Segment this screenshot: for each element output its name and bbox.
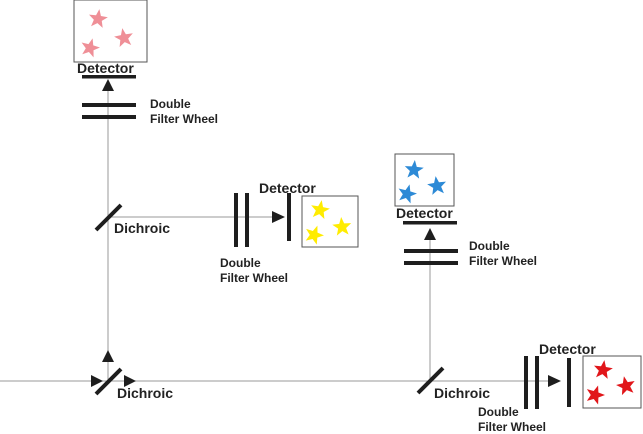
- filter-wheel-top-label-1: Double: [150, 97, 191, 111]
- detector-top-label: Detector: [77, 60, 134, 76]
- filter-wheel-middle-plate-2: [245, 193, 249, 247]
- yellow-star-icon: [311, 200, 330, 219]
- pink-star-icon: [81, 38, 100, 58]
- detector-right-bar: [403, 221, 457, 225]
- yellow-star-icon: [332, 217, 352, 236]
- detector-bottom-right-bar: [567, 358, 571, 407]
- dichroic-lower-right-label: Dichroic: [434, 385, 490, 401]
- detector-middle: Detector: [259, 180, 359, 248]
- dichroic-lower-right: Dichroic: [416, 366, 490, 401]
- detector-middle-bar: [287, 193, 291, 241]
- dichroic-upper-left: Dichroic: [94, 203, 170, 236]
- dichroic-lower-left: Dichroic: [91, 350, 173, 401]
- dichroic-lower-left-label: Dichroic: [117, 385, 173, 401]
- arrow-right-icon: [124, 375, 136, 387]
- detector-middle-label: Detector: [259, 180, 316, 196]
- arrow-right-icon: [91, 375, 103, 387]
- filter-wheel-bottom-right-label-1: Double: [478, 405, 519, 419]
- beam-paths: [0, 90, 548, 382]
- blue-star-icon: [398, 184, 417, 204]
- filter-wheel-middle-plate-1: [234, 193, 238, 247]
- detector-bottom-right: Detector: [539, 341, 642, 409]
- filter-wheel-right: Double Filter Wheel: [404, 239, 537, 268]
- arrow-right-icon: [272, 211, 285, 223]
- detector-top-bar: [82, 75, 136, 79]
- filter-wheel-right-plate-1: [404, 249, 458, 253]
- filter-wheel-bottom-right-label-2: Filter Wheel: [478, 420, 546, 434]
- red-star-icon: [616, 376, 635, 396]
- filter-wheel-right-label-2: Filter Wheel: [469, 254, 537, 268]
- filter-wheel-bottom-right-plate-1: [524, 356, 528, 409]
- detector-right-label: Detector: [396, 205, 453, 221]
- filter-wheel-top-plate-1: [82, 103, 136, 107]
- dichroic-upper-left-label: Dichroic: [114, 220, 170, 236]
- pink-star-icon: [114, 28, 133, 47]
- blue-star-icon: [427, 176, 446, 195]
- detector-bottom-right-label: Detector: [539, 341, 596, 357]
- filter-wheel-middle-label-1: Double: [220, 256, 261, 270]
- filter-wheel-right-label-1: Double: [469, 239, 510, 253]
- red-star-icon: [586, 385, 605, 405]
- red-star-icon: [594, 360, 613, 379]
- arrow-up-icon: [102, 79, 114, 91]
- detector-right: Detector: [394, 153, 457, 240]
- yellow-star-icon: [305, 225, 324, 245]
- filter-wheel-top: Double Filter Wheel: [82, 97, 218, 126]
- filter-wheel-top-plate-2: [82, 115, 136, 119]
- filter-wheel-right-plate-2: [404, 261, 458, 265]
- arrow-right-icon: [548, 375, 561, 387]
- pink-star-icon: [89, 9, 108, 28]
- arrow-up-icon: [424, 228, 436, 240]
- filter-wheel-bottom-right-plate-2: [535, 356, 539, 409]
- dichroic-lower-left-mirror: [94, 367, 123, 396]
- dichroic-upper-left-mirror: [94, 203, 123, 232]
- filter-wheel-bottom-right: Double Filter Wheel: [478, 356, 546, 434]
- filter-wheel-middle: Double Filter Wheel: [220, 193, 288, 285]
- blue-star-icon: [404, 160, 424, 179]
- dichroic-lower-right-mirror: [416, 366, 445, 395]
- detector-top: Detector: [73, 0, 148, 91]
- arrow-up-icon: [102, 350, 114, 362]
- filter-wheel-middle-label-2: Filter Wheel: [220, 271, 288, 285]
- filter-wheel-top-label-2: Filter Wheel: [150, 112, 218, 126]
